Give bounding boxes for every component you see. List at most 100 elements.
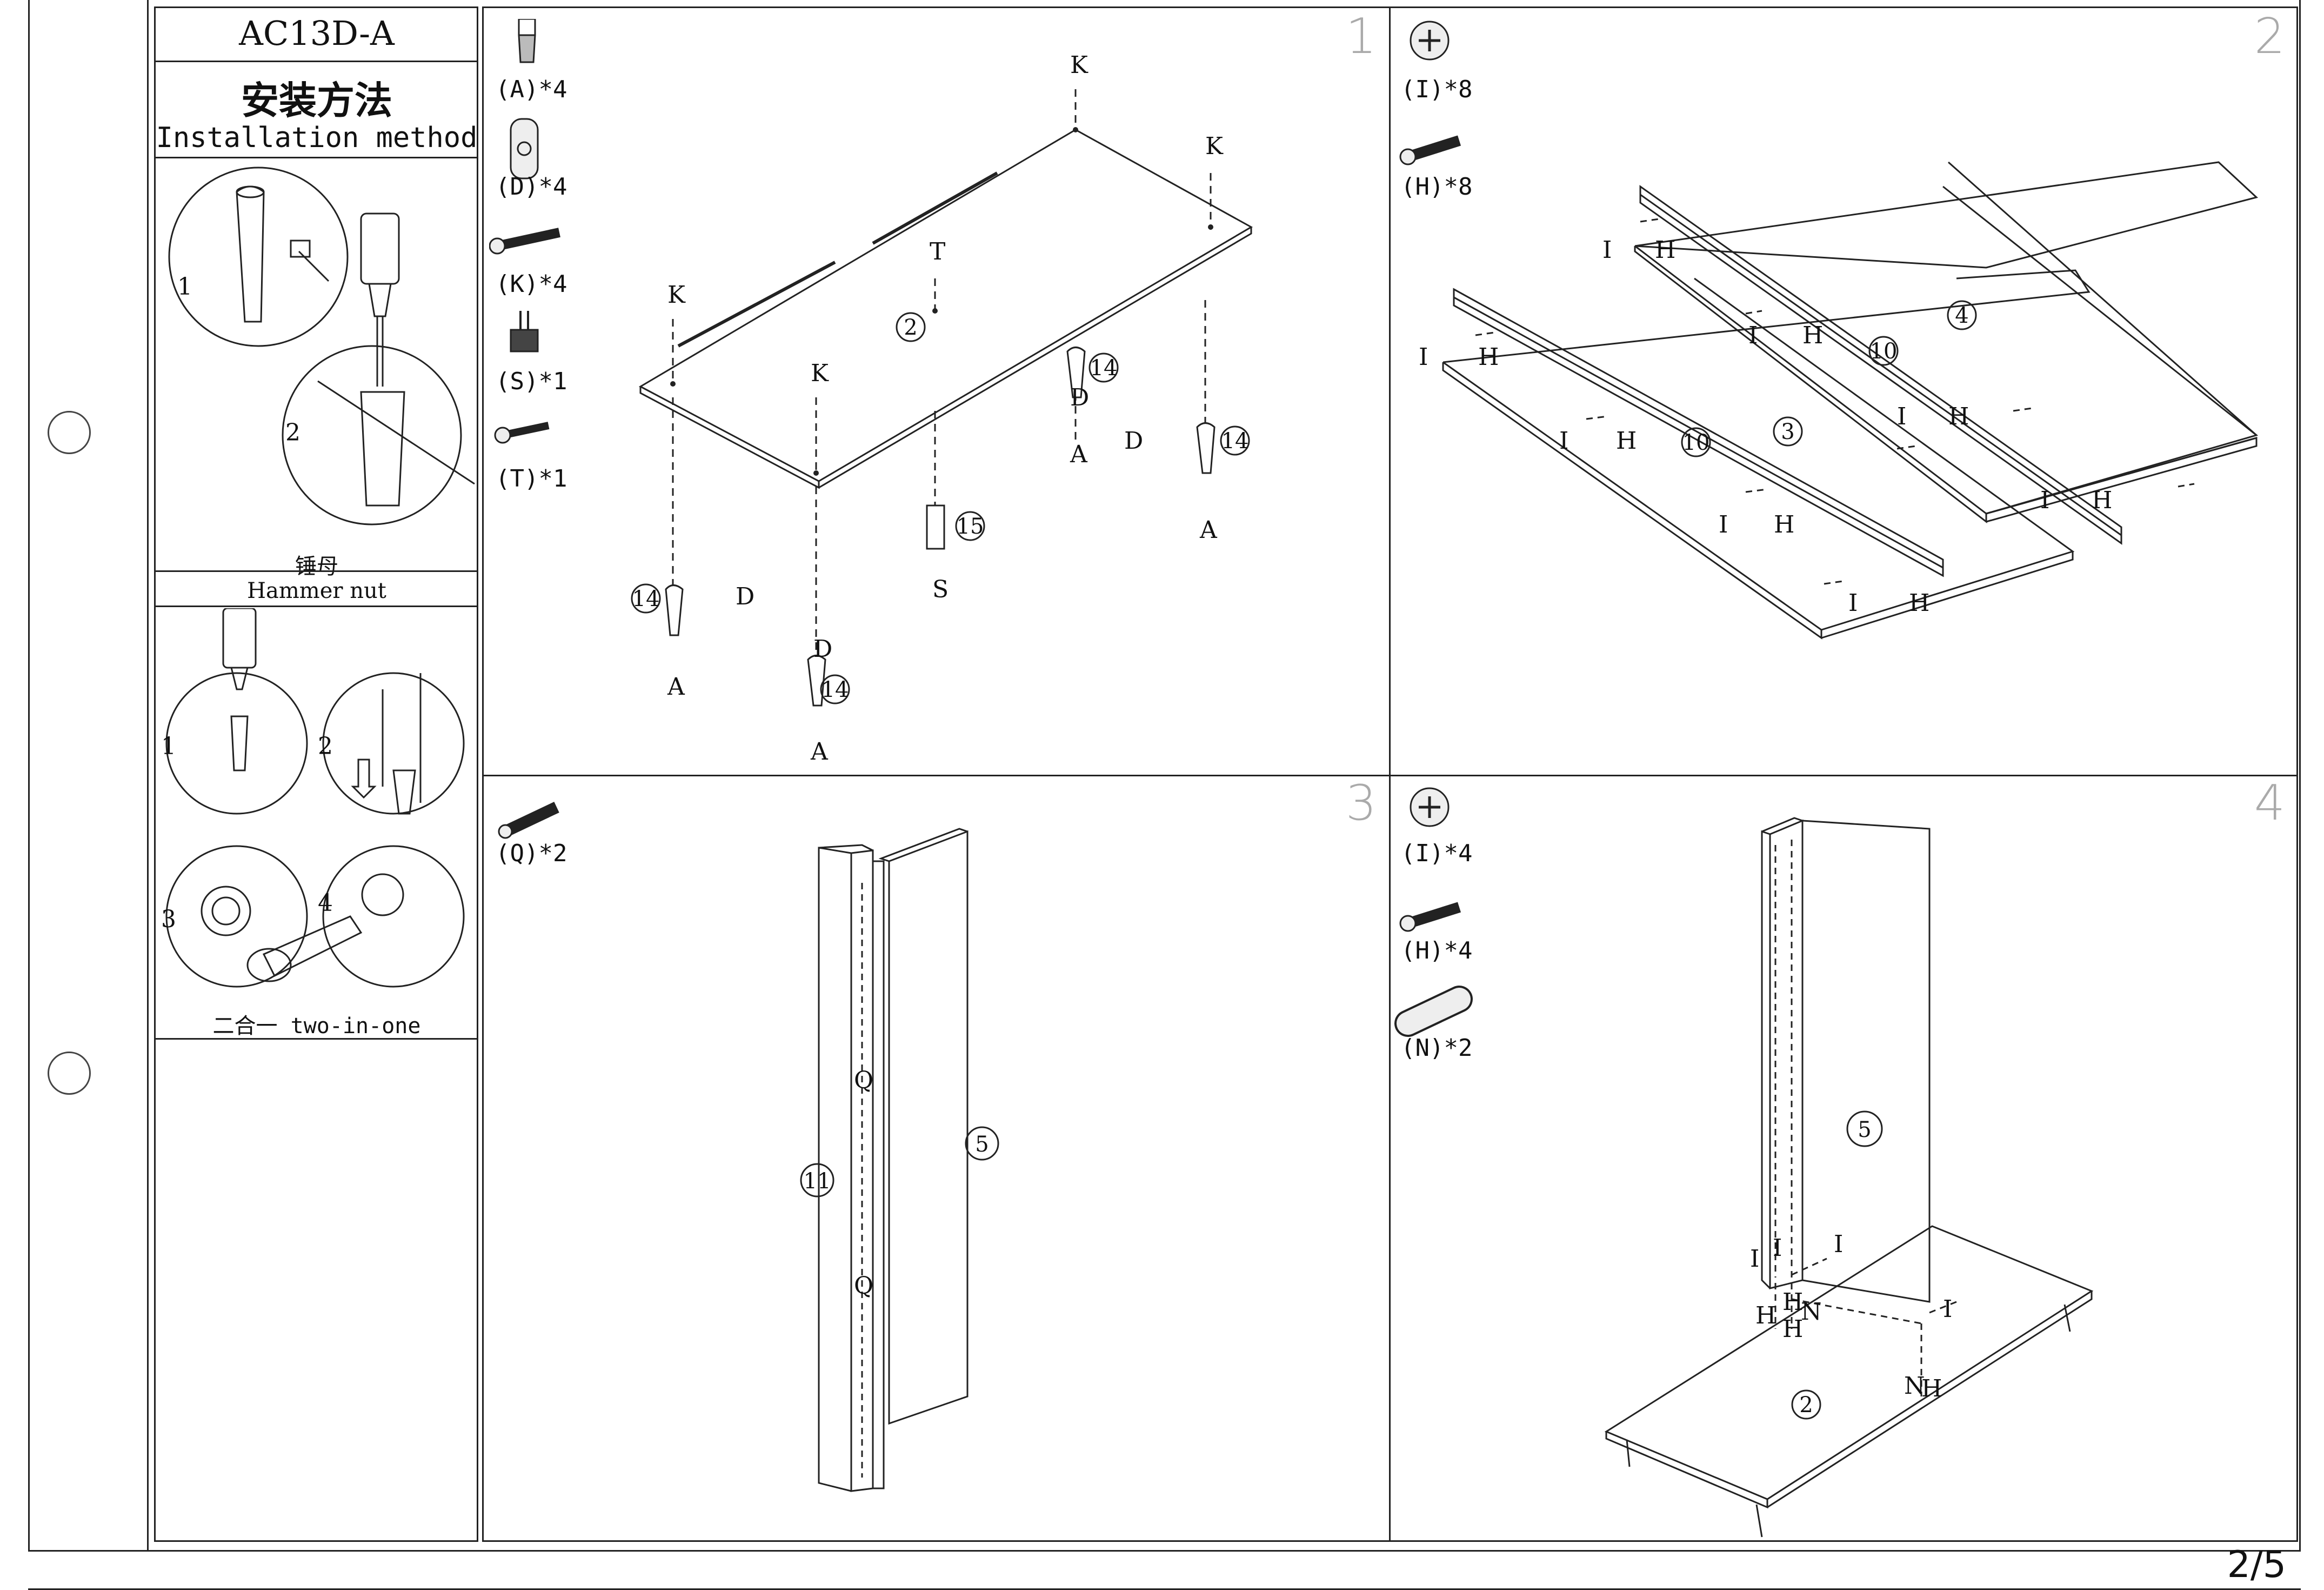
hardware-label: (Q)*2: [496, 840, 567, 867]
hardware-label: (N)*2: [1401, 1034, 1473, 1062]
hardware-list: [1394, 787, 1473, 1037]
callout-letter: H: [1948, 403, 1969, 430]
step-2-label: 2: [285, 419, 300, 447]
part-number: 14: [1221, 429, 1249, 454]
callout-letter: K: [667, 281, 686, 309]
callout-letter: I: [1419, 343, 1428, 371]
callout-letter: H: [1774, 511, 1794, 538]
divider: [156, 606, 478, 607]
hardware-label: (A)*4: [496, 76, 567, 103]
hardware-label: (D)*4: [496, 173, 567, 201]
callout-letter: T: [930, 238, 945, 265]
callouts: K K T K K D A D A D A S D A: [667, 51, 1224, 766]
step-1-label: 1: [177, 273, 192, 301]
method-title-en: Installation method: [156, 122, 478, 154]
callout-letter: I: [1602, 236, 1612, 264]
part-number: 14: [1090, 356, 1118, 381]
callout-letter: I: [1559, 427, 1568, 455]
hardware-label: (I)*8: [1401, 76, 1473, 103]
hardware-label: (K)*4: [496, 270, 567, 298]
callout-letter: D: [813, 635, 832, 663]
part-number: 11: [804, 1169, 831, 1194]
hardware-label: (T)*1: [496, 465, 567, 493]
callout-letter: S: [932, 576, 949, 603]
callout-letter: I: [2040, 487, 2049, 514]
callout-letter: H: [1921, 1375, 1942, 1402]
grid-horizontal-divider: [484, 775, 2298, 776]
callout-letter: K: [1070, 51, 1088, 79]
hardware-label: (I)*4: [1401, 840, 1473, 867]
callout-letter: Q: [854, 1272, 873, 1300]
part-number: 14: [632, 587, 660, 611]
step-4-panel: 4 (I)*4 (H)*4 (N)*2 I I I I H H: [1389, 775, 2296, 1540]
cam-bolt-icon: [1406, 902, 1461, 929]
hardware-label: (S)*1: [496, 368, 567, 395]
callout-letter: H: [1755, 1302, 1776, 1329]
hardware-list: [498, 802, 559, 839]
step-4-diagram: I I I I H H H N N H 5 2: [1604, 817, 2094, 1538]
divider: [156, 157, 478, 158]
callout-letter: I: [1773, 1234, 1782, 1262]
two-in-one-label: 二合一 two-in-one: [212, 1014, 421, 1039]
part-callouts: [631, 312, 1250, 704]
callout-letter: D: [736, 583, 754, 610]
step-number: 1: [1345, 8, 1377, 65]
hammer-nut-illustration: 1 2: [168, 167, 475, 525]
part-number: 10: [1682, 430, 1710, 455]
step-3-panel: 3 (Q)*2 Q Q 11 5: [484, 775, 1387, 1540]
long-screw-icon: [496, 228, 560, 251]
part-number: 10: [1870, 339, 1898, 364]
part-number: 2: [904, 315, 917, 340]
part-number: 5: [975, 1132, 989, 1157]
binder-hole-bottom: [48, 1052, 91, 1095]
step-1-panel: 1 (A)*4 (D)*4 (K)*4 (S)*1 (T)*1: [484, 8, 1387, 772]
hardware-list: [1399, 21, 1461, 165]
knurled-screw-icon: [510, 329, 539, 352]
callout-letter: K: [1205, 132, 1224, 160]
callout-letter: I: [1848, 589, 1858, 617]
page-number: 2/5: [2227, 1544, 2286, 1586]
steps-grid: [482, 6, 2298, 1542]
step-3-diagram: Q Q 11 5: [800, 828, 999, 1492]
callout-letter: I: [1719, 511, 1728, 538]
callout-letter: D: [1124, 427, 1143, 455]
part-number: 5: [1858, 1117, 1871, 1142]
callout-letter: A: [1070, 441, 1088, 468]
step-2-panel: 2 (I)*8 (H)*8 I H I H: [1389, 8, 2296, 772]
part-number: 3: [1781, 420, 1794, 444]
step-number: 4: [2254, 775, 2285, 831]
callout-letter: D: [1070, 384, 1089, 411]
callout-letter: N: [1904, 1372, 1925, 1400]
svg-text:4: 4: [318, 889, 333, 917]
cam-bolt-icon: [1406, 135, 1461, 162]
hardware-list: [489, 19, 560, 444]
hardware-label: (H)*8: [1401, 173, 1473, 201]
divider: [156, 570, 478, 572]
barrel-nut-icon: [510, 118, 539, 179]
callout-letter: K: [811, 360, 829, 387]
callout-letter: H: [1909, 589, 1929, 617]
callout-letter: I: [1943, 1295, 1952, 1323]
callout-letter: H: [1782, 1315, 1803, 1343]
callout-letter: I: [1897, 403, 1906, 430]
part-number: 14: [822, 677, 849, 702]
callout-letter: H: [1802, 322, 1823, 349]
callout-letter: A: [1199, 516, 1218, 544]
step-1-diagram: K K T K K D A D A D A S D A 2 14 14 14 1…: [631, 51, 1253, 766]
model-number: AC13D-A: [239, 14, 395, 53]
sidebar: AC13D-A 安装方法 Installation method 1 2 锤母 …: [154, 6, 478, 1542]
hardware-label: (H)*4: [1401, 937, 1473, 964]
hammer-nut-cn: 锤母: [295, 554, 338, 579]
callout-letter: H: [1655, 236, 1675, 264]
method-title-cn: 安装方法: [241, 78, 392, 123]
callout-letter: H: [2092, 487, 2112, 514]
callout-letter: H: [1782, 1288, 1803, 1316]
model-box: [156, 8, 478, 62]
svg-text:2: 2: [318, 733, 333, 760]
content-frame: [147, 0, 2301, 1552]
binder-hole-top: [48, 411, 91, 454]
svg-text:1: 1: [161, 733, 176, 760]
step-number: 3: [1345, 775, 1377, 831]
dowel-screw-icon: [503, 802, 559, 837]
callout-letter: I: [1750, 1245, 1759, 1273]
